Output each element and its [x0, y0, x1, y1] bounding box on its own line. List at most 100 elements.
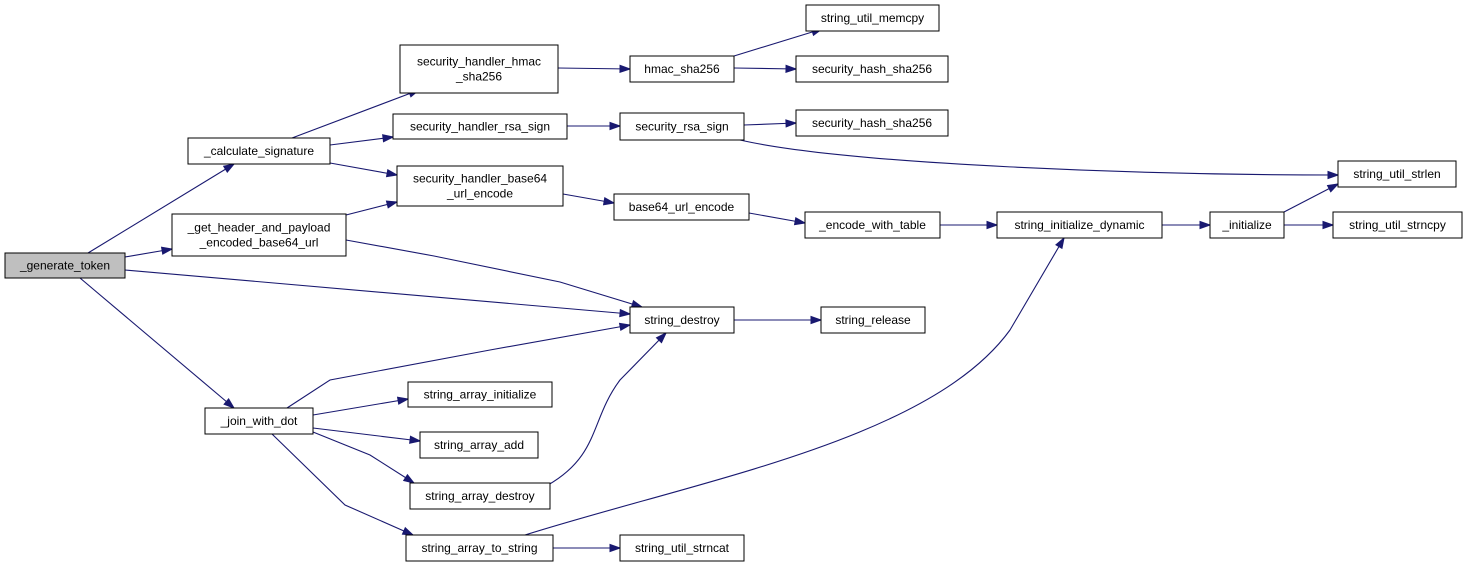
edge-initialize-to-su_strlen — [1283, 183, 1340, 213]
edge-sa_to_string-to-str_init_dyn — [524, 236, 1065, 536]
edge-arrowhead — [810, 315, 823, 325]
edge-line — [312, 427, 421, 442]
edge-line — [312, 398, 409, 416]
edge-sec_rsa_sign-to-hash_b — [743, 119, 798, 128]
node-string-release[interactable]: string_release — [820, 306, 926, 334]
node-sh-b64[interactable]: security_handler_base64_url_encode — [396, 165, 564, 207]
edge-line — [739, 139, 1339, 176]
edge-line — [345, 239, 643, 308]
edge-initialize-to-su_strncpy — [1284, 220, 1335, 230]
node-string-destroy[interactable]: string_destroy — [629, 306, 735, 334]
node-sa-to-string[interactable]: string_array_to_string — [405, 534, 554, 562]
edge-arrowhead — [609, 121, 622, 131]
edge-arrowhead — [396, 396, 410, 405]
edge-arrowhead — [986, 220, 999, 230]
node-calculate-signature[interactable]: _calculate_signature — [187, 137, 331, 165]
node-box — [409, 482, 551, 510]
node-label: string_initialize_dynamic — [1014, 218, 1144, 232]
node-box — [1209, 211, 1285, 239]
node-generate-token[interactable]: _generate_token — [4, 252, 126, 279]
edge-arrowhead — [223, 398, 236, 409]
edge-join_with_dot-to-sa_to_string — [271, 433, 415, 536]
node-box — [1332, 211, 1463, 239]
edge-sa_to_string-to-su_strncat — [553, 543, 622, 553]
node-su-strncat[interactable]: string_util_strncat — [619, 534, 745, 562]
edge-line — [524, 237, 1065, 536]
node-box — [820, 306, 926, 334]
node-sh-rsa[interactable]: security_handler_rsa_sign — [392, 113, 568, 140]
edge-arrowhead — [222, 163, 236, 174]
edge-line — [271, 433, 414, 536]
node-box — [4, 252, 126, 279]
node-label: base64_url_encode — [629, 200, 735, 214]
node-label: security_handler_hmac — [417, 55, 541, 69]
node-box — [392, 113, 568, 140]
edge-line — [286, 324, 631, 409]
edge-generate_token-to-calculate_signature — [87, 163, 236, 254]
node-box — [613, 193, 750, 221]
node-sa-add[interactable]: string_array_add — [419, 431, 539, 459]
node-label: security_hash_sha256 — [812, 116, 932, 130]
node-su-strncpy[interactable]: string_util_strncpy — [1332, 211, 1463, 239]
node-sh-hmac[interactable]: security_handler_hmac_sha256 — [399, 44, 559, 94]
node-box — [619, 534, 745, 562]
edge-line — [329, 162, 398, 176]
node-box — [407, 381, 553, 408]
node-box — [396, 165, 564, 207]
edge-arrowhead — [630, 299, 644, 308]
node-box — [629, 55, 735, 83]
node-hmac-sha256[interactable]: hmac_sha256 — [629, 55, 735, 83]
node-label: string_release — [835, 313, 911, 327]
edge-generate_token-to-join_with_dot — [79, 277, 236, 409]
node-str-init-dyn[interactable]: string_initialize_dynamic — [996, 211, 1163, 239]
node-label: security_rsa_sign — [635, 120, 728, 134]
edge-line — [124, 269, 631, 315]
node-box — [795, 109, 949, 137]
node-sa-destroy[interactable]: string_array_destroy — [409, 482, 551, 510]
edge-string_destroy-to-string_release — [734, 315, 823, 325]
edge-hmac_sha256-to-hash_a — [733, 64, 798, 74]
node-box — [804, 211, 941, 239]
node-label: security_handler_base64 — [413, 172, 547, 186]
node-box — [419, 431, 539, 459]
edge-sec_rsa_sign-to-su_strlen — [739, 139, 1340, 180]
edge-arrowhead — [385, 200, 399, 209]
node-sec-rsa-sign[interactable]: security_rsa_sign — [619, 112, 745, 141]
node-hash-a[interactable]: security_hash_sha256 — [795, 55, 949, 83]
edge-generate_token-to-get_header — [124, 246, 174, 258]
node-box — [805, 4, 940, 32]
node-join-with-dot[interactable]: _join_with_dot — [204, 407, 314, 435]
edge-join_with_dot-to-sa_destroy — [312, 431, 416, 484]
edge-hmac_sha256-to-su_memcpy — [733, 28, 824, 57]
node-encode-with-table[interactable]: _encode_with_table — [804, 211, 941, 239]
edge-line — [87, 163, 235, 254]
node-su-strlen[interactable]: string_util_strlen — [1337, 160, 1457, 188]
edge-arrowhead — [1322, 220, 1335, 230]
node-b64-url-encode[interactable]: base64_url_encode — [613, 193, 750, 221]
node-su-memcpy[interactable]: string_util_memcpy — [805, 4, 940, 32]
node-box — [405, 534, 554, 562]
node-label: string_array_to_string — [421, 541, 537, 555]
edge-arrowhead — [785, 119, 798, 128]
edge-arrowhead — [409, 435, 422, 444]
node-box — [204, 407, 314, 435]
node-hash-b[interactable]: security_hash_sha256 — [795, 109, 949, 137]
edge-arrowhead — [160, 246, 174, 255]
edge-arrowhead — [785, 64, 798, 74]
node-initialize[interactable]: _initialize — [1209, 211, 1285, 239]
edge-get_header-to-sh_b64 — [345, 200, 399, 216]
edge-join_with_dot-to-string_destroy — [286, 322, 632, 409]
node-label: _initialize — [1221, 218, 1272, 232]
edge-arrowhead — [619, 308, 632, 318]
edge-arrowhead — [618, 322, 632, 331]
edge-arrowhead — [1055, 236, 1065, 250]
node-get-header[interactable]: _get_header_and_payload_encoded_base64_u… — [171, 213, 347, 257]
edge-line — [79, 277, 235, 409]
edge-join_with_dot-to-sa_init — [312, 396, 410, 416]
edge-line — [733, 28, 823, 57]
node-box — [399, 44, 559, 94]
node-sa-init[interactable]: string_array_initialize — [407, 381, 553, 408]
edges-layer — [79, 28, 1340, 553]
node-label: _get_header_and_payload — [187, 221, 331, 235]
